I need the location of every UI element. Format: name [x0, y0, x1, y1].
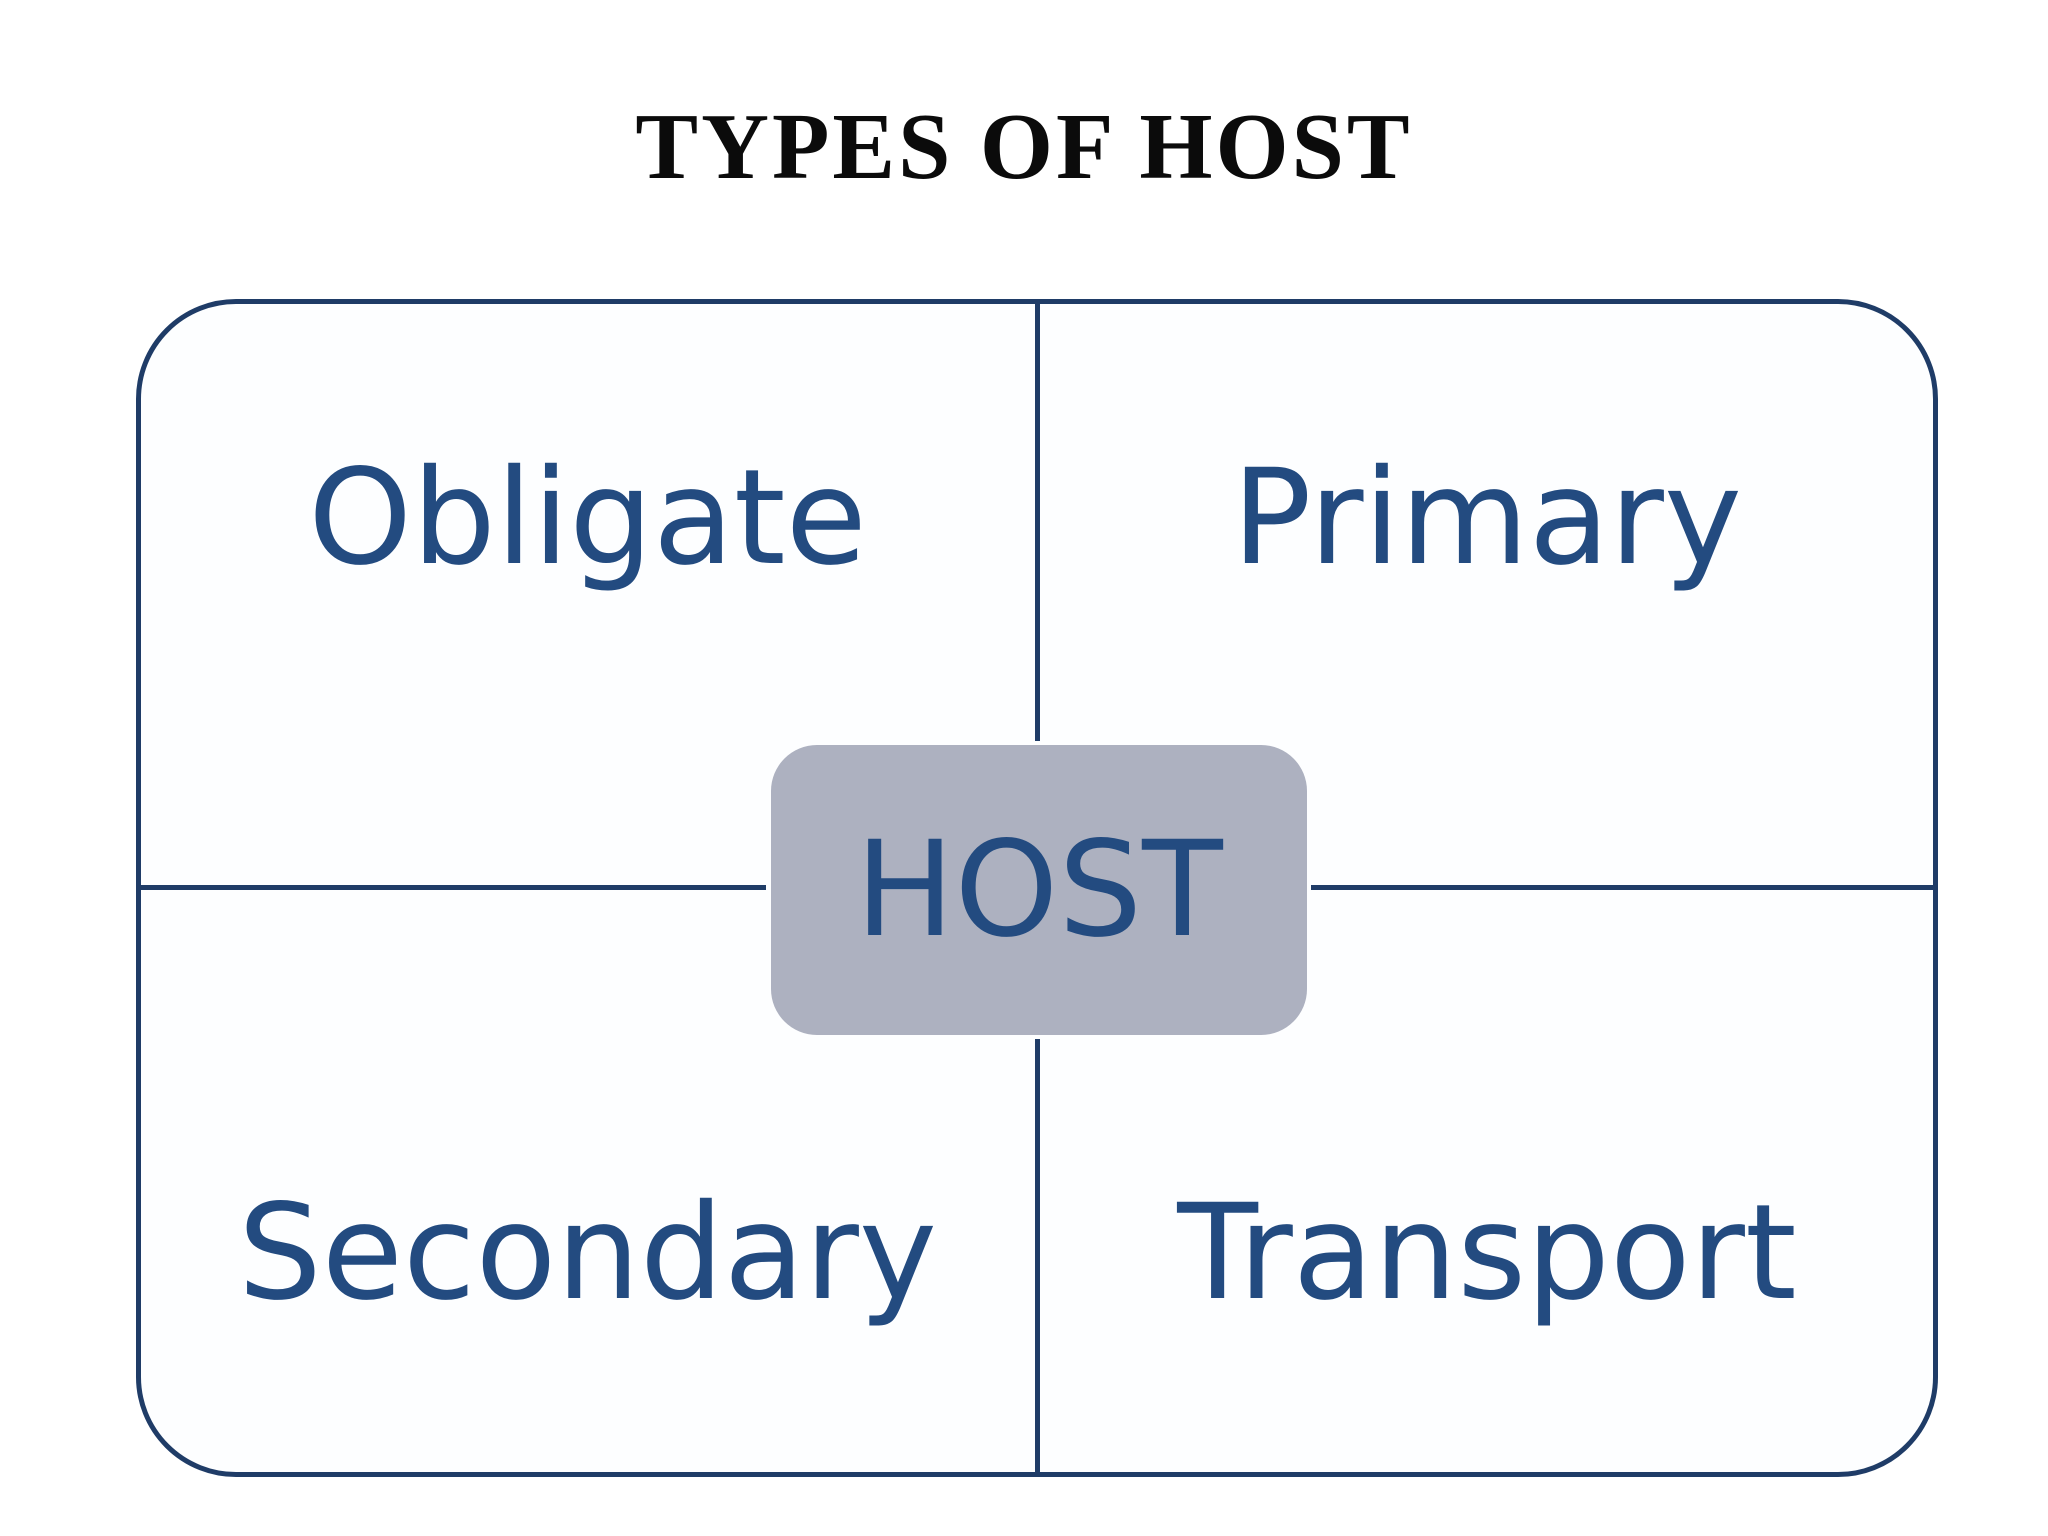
quadrant-label-transport: Transport — [1177, 1176, 1797, 1330]
quadrant-label-primary: Primary — [1231, 441, 1743, 595]
quadrant-label-secondary: Secondary — [237, 1176, 938, 1330]
vertical-divider-top — [1035, 303, 1040, 741]
horizontal-divider-right — [1311, 885, 1934, 890]
quadrant-label-obligate: Obligate — [308, 441, 867, 595]
diagram-title: TYPES OF HOST — [635, 95, 1413, 199]
center-node: HOST — [771, 745, 1307, 1035]
center-node-label: HOST — [855, 813, 1223, 967]
vertical-divider-bottom — [1035, 1039, 1040, 1473]
horizontal-divider-left — [140, 885, 766, 890]
